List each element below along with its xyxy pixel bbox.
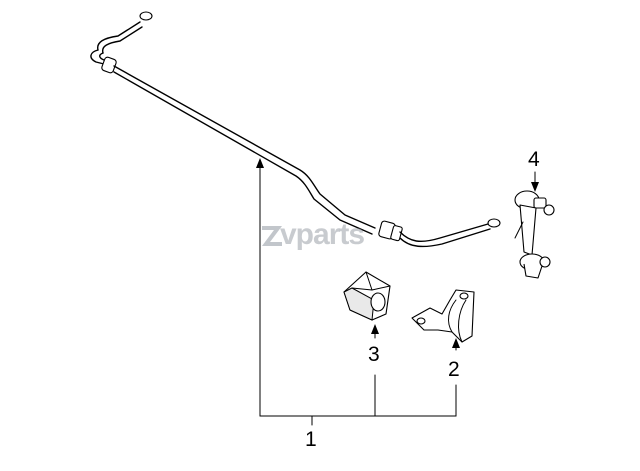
bushing-bracket[interactable] (411, 289, 475, 343)
stabilizer-link[interactable] (514, 190, 555, 279)
watermark-text: vparts (280, 218, 364, 251)
callout-3: 3 (368, 343, 380, 366)
watermark-logo: vparts (262, 218, 365, 251)
bushing[interactable] (343, 271, 391, 321)
stabilizer-bar[interactable] (90, 11, 501, 248)
callout-1: 1 (305, 428, 317, 451)
callout-2: 2 (448, 358, 460, 381)
leader-lines (256, 158, 539, 426)
callout-4: 4 (528, 148, 540, 171)
